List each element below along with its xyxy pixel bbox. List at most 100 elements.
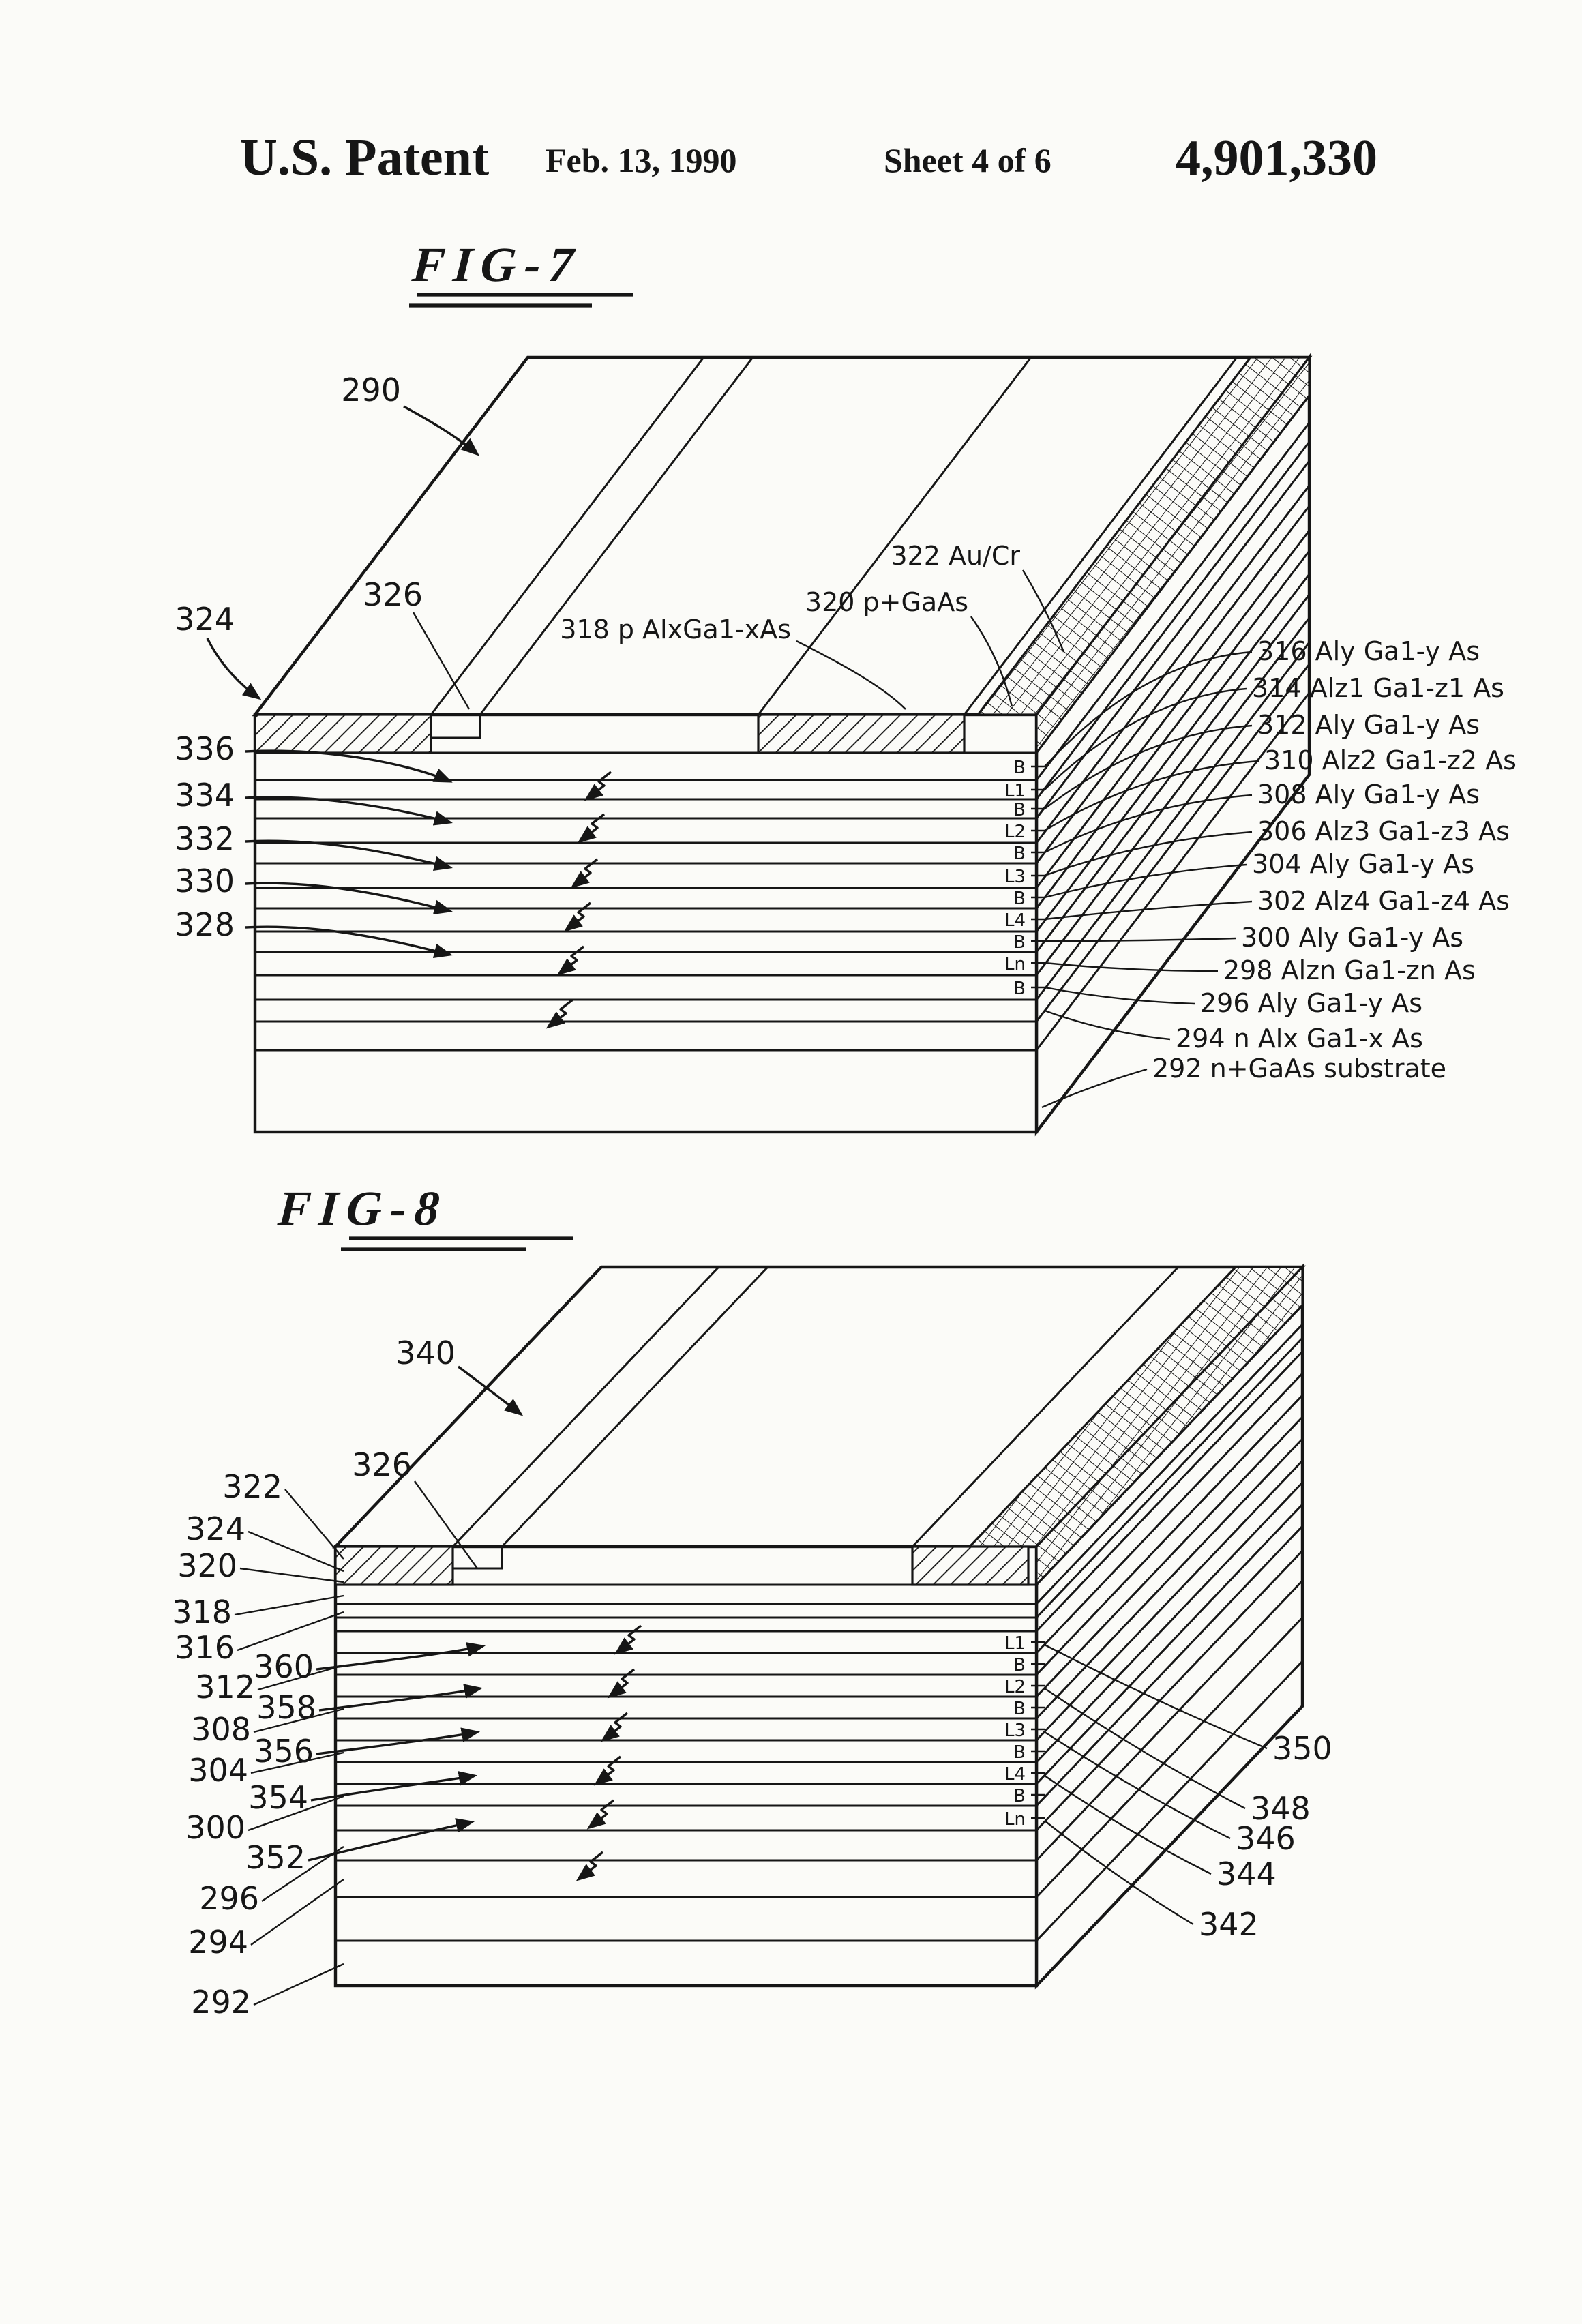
header-patent-number: 4,901,330 — [1176, 130, 1377, 186]
fig8-ref-320: 320 — [177, 1547, 237, 1584]
fig8-ref-352: 352 — [245, 1839, 305, 1876]
fig7-ref-332: 332 — [175, 820, 235, 857]
fig8-ref-346: 346 — [1236, 1820, 1296, 1857]
fig7-layer-tag-4: B — [1013, 844, 1026, 864]
fig8-layer-tag-5: B — [1013, 1742, 1026, 1763]
fig7-contact-hatch-left — [254, 713, 432, 754]
fig7-layer-lines-front — [255, 751, 1036, 1052]
fig8-ref-294: 294 — [188, 1924, 248, 1961]
fig7-material-label-314: 314 Alz1 Ga1-z1 As — [1252, 673, 1504, 703]
fig8-contact-hatch-right — [911, 1545, 1030, 1586]
fig7-material-label-292: 292 n+GaAs substrate — [1152, 1054, 1446, 1084]
fig7-material-label-306: 306 Alz3 Ga1-z3 As — [1257, 816, 1510, 846]
fig7-ref-328: 328 — [175, 906, 235, 943]
fig8-leader-326 — [414, 1480, 478, 1569]
fig8-ref-312: 312 — [195, 1669, 255, 1705]
fig7-title: FIG-7 — [410, 237, 584, 292]
fig8-front-face — [333, 1545, 1039, 1988]
fig8-ref-322: 322 — [222, 1468, 282, 1505]
fig8-contact-hatch-left — [334, 1545, 454, 1586]
fig7-layer-tag-5: L3 — [1004, 867, 1026, 887]
fig8-layer-tag-0: L1 — [1004, 1633, 1026, 1654]
fig8-left-leaders — [234, 1489, 344, 2006]
fig7-ref-326: 326 — [363, 576, 423, 613]
fig8-ref-296: 296 — [199, 1880, 259, 1917]
fig8-light-arrows — [576, 1624, 642, 1881]
fig7-ridge-groove — [430, 715, 481, 739]
fig8-ref-356: 356 — [254, 1733, 314, 1770]
fig8-layer-lines-side — [1035, 1304, 1304, 1942]
header: U.S. Patent Feb. 13, 1990 Sheet 4 of 6 4… — [240, 129, 1377, 186]
fig8-ref-324: 324 — [185, 1510, 245, 1547]
fig7-layer-tag-7: L4 — [1004, 910, 1026, 931]
fig7-top-leaders — [796, 569, 1065, 710]
fig8-ref-354: 354 — [248, 1779, 308, 1816]
fig7-layer-lines-side — [1035, 395, 1311, 1051]
fig7-label-318: 318 p AlxGa1-xAs — [560, 614, 791, 644]
fig7-right-leaders — [1041, 651, 1259, 1109]
fig7-layer-tag-8: B — [1013, 932, 1026, 953]
fig7-material-label-294: 294 n Alx Ga1-x As — [1176, 1024, 1423, 1054]
fig7-ref-334: 334 — [175, 777, 235, 814]
fig7-material-label-308: 308 Aly Ga1-y As — [1257, 779, 1480, 809]
fig7-ref-324: 324 — [175, 601, 235, 638]
fig7-material-label-316: 316 Aly Ga1-y As — [1257, 636, 1480, 666]
fig8-layer-tag-7: B — [1013, 1786, 1026, 1806]
header-sheet-number: Sheet 4 of 6 — [884, 141, 1051, 179]
fig8-layer-tag-3: B — [1013, 1699, 1026, 1719]
fig8-title-underline — [341, 1236, 573, 1251]
fig7-material-label-304: 304 Aly Ga1-y As — [1252, 849, 1474, 879]
fig7-arrow-290 — [403, 405, 480, 456]
figure-8: FIG-8 L1 B L2 B L3 B L4 B — [172, 1181, 1332, 2021]
fig8-ref-304: 304 — [188, 1752, 248, 1789]
fig7-left-arrows — [245, 749, 453, 958]
fig8-ref-348: 348 — [1251, 1790, 1311, 1827]
fig7-contact-hatch-right — [757, 713, 966, 754]
fig8-right-leaders — [1044, 1643, 1268, 1926]
fig7-layer-tag-9: Ln — [1004, 954, 1026, 974]
fig8-arrow-340 — [457, 1365, 524, 1416]
fig8-ref-316: 316 — [175, 1629, 235, 1666]
fig8-title: FIG-8 — [275, 1181, 449, 1236]
fig8-ref-300: 300 — [185, 1809, 245, 1846]
fig8-layer-lines-front — [335, 1583, 1036, 1942]
fig8-ref-292: 292 — [191, 1984, 251, 2021]
fig7-material-label-300: 300 Aly Ga1-y As — [1241, 923, 1463, 953]
fig7-layer-ticks — [1031, 765, 1045, 989]
fig8-layer-tags: L1 B L2 B L3 B L4 B Ln — [1004, 1633, 1026, 1830]
fig7-ref-330: 330 — [175, 863, 235, 899]
fig7-layer-tag-2: B — [1013, 800, 1026, 820]
fig8-left-arrows — [308, 1642, 486, 1862]
fig7-material-label-296: 296 Aly Ga1-y As — [1200, 988, 1422, 1018]
fig8-ref-344: 344 — [1217, 1856, 1277, 1892]
header-date: Feb. 13, 1990 — [546, 141, 737, 179]
fig7-light-arrows — [546, 771, 612, 1029]
fig8-layer-ticks — [1031, 1641, 1045, 1819]
fig8-ref-358: 358 — [256, 1689, 316, 1726]
fig7-ref-336: 336 — [175, 730, 235, 767]
fig7-label-322: 322 Au/Cr — [891, 541, 1020, 571]
header-patent-label: U.S. Patent — [240, 129, 489, 186]
fig8-layer-tag-8: Ln — [1004, 1809, 1026, 1830]
fig8-top-face-lines — [451, 1264, 1305, 1588]
fig8-layer-tag-6: L4 — [1004, 1764, 1026, 1785]
fig7-layer-tag-10: B — [1013, 979, 1026, 999]
fig7-label-320: 320 p+GaAs — [805, 587, 968, 617]
fig7-leader-326 — [412, 612, 471, 710]
fig7-arrow-324 — [206, 638, 262, 700]
fig7-layer-tag-1: L1 — [1004, 781, 1026, 801]
fig8-layer-tag-2: L2 — [1004, 1677, 1026, 1697]
fig7-material-label-298: 298 Alzn Ga1-zn As — [1223, 955, 1476, 985]
fig7-front-face — [253, 713, 1039, 1134]
fig8-left-refs: 322 324 320 318 316 312 308 304 300 296 … — [172, 1468, 282, 2021]
fig7-title-underline — [409, 293, 633, 308]
fig8-ref-350: 350 — [1272, 1730, 1332, 1767]
fig8-ref-342: 342 — [1199, 1906, 1259, 1943]
fig7-material-label-302: 302 Alz4 Ga1-z4 As — [1257, 886, 1510, 916]
fig7-layer-tag-6: B — [1013, 889, 1026, 909]
fig7-layer-tags: B L1 B L2 B L3 B L4 B Ln B — [1004, 758, 1026, 999]
figure-7: FIG-7 B L1 B L2 B L3 B L4 — [175, 237, 1517, 1137]
fig8-ref-326: 326 — [352, 1446, 412, 1483]
fig7-material-labels: 316 Aly Ga1-y As 314 Alz1 Ga1-z1 As 312 … — [1152, 636, 1517, 1084]
